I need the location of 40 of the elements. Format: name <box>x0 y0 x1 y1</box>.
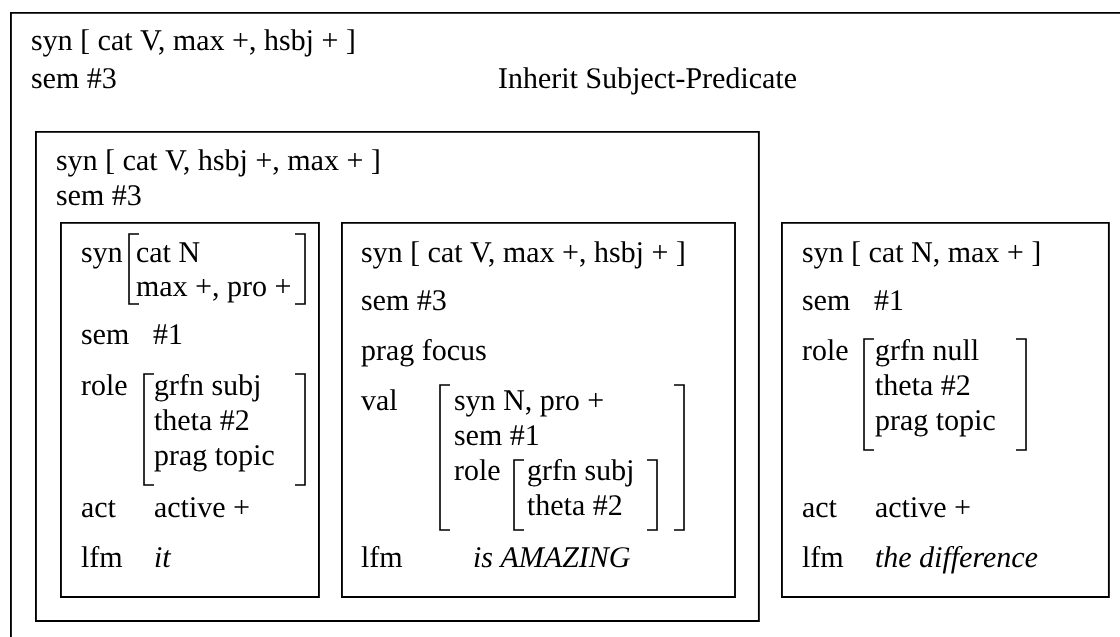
feature-text: syn [ cat V, max +, hsbj + ] <box>362 241 684 269</box>
feature-text: sem #3 <box>32 68 116 89</box>
feature-text: active + <box>155 497 249 518</box>
feature-text: act <box>82 500 116 518</box>
feature-text: role <box>81 374 127 396</box>
feature-text: lfm <box>802 545 844 567</box>
feature-text: Inherit Subject-Predicate <box>499 67 796 95</box>
feature-text: theta #2 <box>154 409 249 431</box>
feature-text: act <box>803 500 837 518</box>
feature-text: #1 <box>874 290 903 310</box>
feature-text: lfm <box>81 545 123 567</box>
feature-text: active + <box>876 497 970 518</box>
feature-text: sem #3 <box>57 185 141 206</box>
feature-text: syn N, pro + <box>455 390 603 417</box>
feature-text: prag topic <box>875 410 995 437</box>
feature-text: sem #3 <box>362 290 446 311</box>
feature-text: role <box>454 459 500 481</box>
feature-text: #1 <box>153 324 182 344</box>
feature-text: syn [ cat V, max +, hsbj + ] <box>32 29 354 57</box>
feature-text: grfn null <box>876 338 979 367</box>
feature-text: prag focus <box>361 338 486 367</box>
feature-text: grfn subj <box>528 458 632 487</box>
feature-text: val <box>360 389 397 411</box>
feature-text: prag topic <box>154 445 274 472</box>
feature-text: syn [ cat N, max + ] <box>803 241 1040 269</box>
feature-text: role <box>802 339 848 361</box>
feature-text: theta #2 <box>527 494 622 516</box>
feature-text: sem <box>82 329 129 345</box>
feature-text: theta #2 <box>875 374 970 396</box>
feature-text: sem <box>803 295 850 311</box>
feature-text: cat N <box>137 242 200 263</box>
feature-text: the difference <box>876 545 1038 574</box>
feature-text: it <box>155 547 172 568</box>
feature-text: max +, pro + <box>136 279 290 303</box>
feature-text: is AMAZING <box>474 547 630 568</box>
feature-text: grfn subj <box>155 373 259 402</box>
feature-text: syn [ cat V, hsbj +, max + ] <box>57 149 379 177</box>
feature-text: syn <box>82 247 123 269</box>
feature-text: sem #1 <box>455 425 538 446</box>
feature-text: lfm <box>361 545 403 567</box>
